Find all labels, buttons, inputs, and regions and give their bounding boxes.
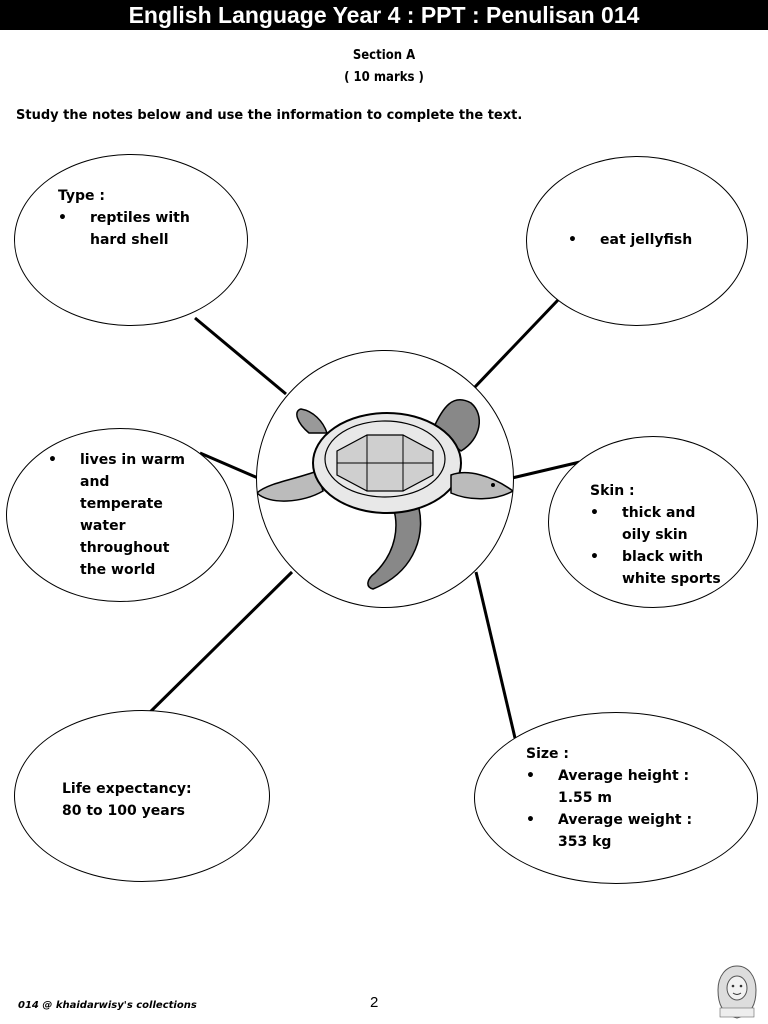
type-line-1: reptiles with <box>90 210 190 226</box>
habitat-line-2: and <box>80 474 110 490</box>
skin-line-2: oily skin <box>622 527 688 543</box>
size-heading: Size : <box>526 746 569 762</box>
habitat-line-5: throughout <box>80 540 170 556</box>
food-notes: • eat jellyfish <box>568 229 692 251</box>
size-notes: Size : • Average height : 1.55 m • Average… <box>526 743 692 853</box>
habitat-line-1: lives in warm <box>80 452 185 468</box>
type-bubble <box>14 154 248 326</box>
skin-heading: Skin : <box>590 483 635 499</box>
page-header: English Language Year 4 : PPT : Penulisa… <box>0 0 768 30</box>
bullet: • <box>58 210 67 226</box>
author-avatar-icon <box>717 965 757 1019</box>
habitat-bubble <box>6 428 234 602</box>
skin-bubble <box>548 436 758 608</box>
bullet: • <box>48 452 57 468</box>
habitat-line-4: water <box>80 518 126 534</box>
food-line-1: eat jellyfish <box>600 232 693 248</box>
food-bubble <box>526 156 748 326</box>
sea-turtle-illustration <box>255 399 515 590</box>
life-notes: Life expectancy: 80 to 100 years <box>62 778 192 822</box>
skin-line-4: white sports <box>622 571 721 587</box>
page-number: 2 <box>370 994 379 1011</box>
skin-line-3: black with <box>622 549 704 565</box>
section-marks: ( 10 marks ) <box>344 70 424 85</box>
footer-credit: 014 @ khaidarwisy's collections <box>18 1000 197 1011</box>
life-bubble <box>14 710 270 882</box>
type-heading: Type : <box>58 188 106 204</box>
skin-line-1: thick and <box>622 505 696 521</box>
life-line-1: Life expectancy: <box>62 781 192 797</box>
bullet: • <box>526 812 535 828</box>
bullet: • <box>568 232 577 248</box>
center-circle <box>255 350 515 608</box>
instruction-text: Study the notes below and use the inform… <box>16 108 523 123</box>
size-line-3: Average weight : <box>558 812 693 828</box>
size-line-2: 1.55 m <box>558 790 613 806</box>
bullet: • <box>590 505 599 521</box>
size-bubble <box>474 712 758 884</box>
habitat-line-6: the world <box>80 562 156 578</box>
type-notes: Type : • reptiles with hard shell <box>58 185 190 251</box>
bullet: • <box>590 549 599 565</box>
section-title: Section A <box>352 48 416 63</box>
size-line-4: 353 kg <box>558 834 612 850</box>
size-line-1: Average height : <box>558 768 690 784</box>
habitat-line-3: temperate <box>80 496 163 512</box>
skin-notes: Skin : •thick and oily skin •black with … <box>590 480 721 590</box>
author-logo <box>712 964 762 1020</box>
life-line-2: 80 to 100 years <box>62 803 185 819</box>
habitat-notes: • lives in warm and temperate water throu… <box>48 449 185 581</box>
bullet: • <box>526 768 535 784</box>
type-line-2: hard shell <box>90 232 169 248</box>
